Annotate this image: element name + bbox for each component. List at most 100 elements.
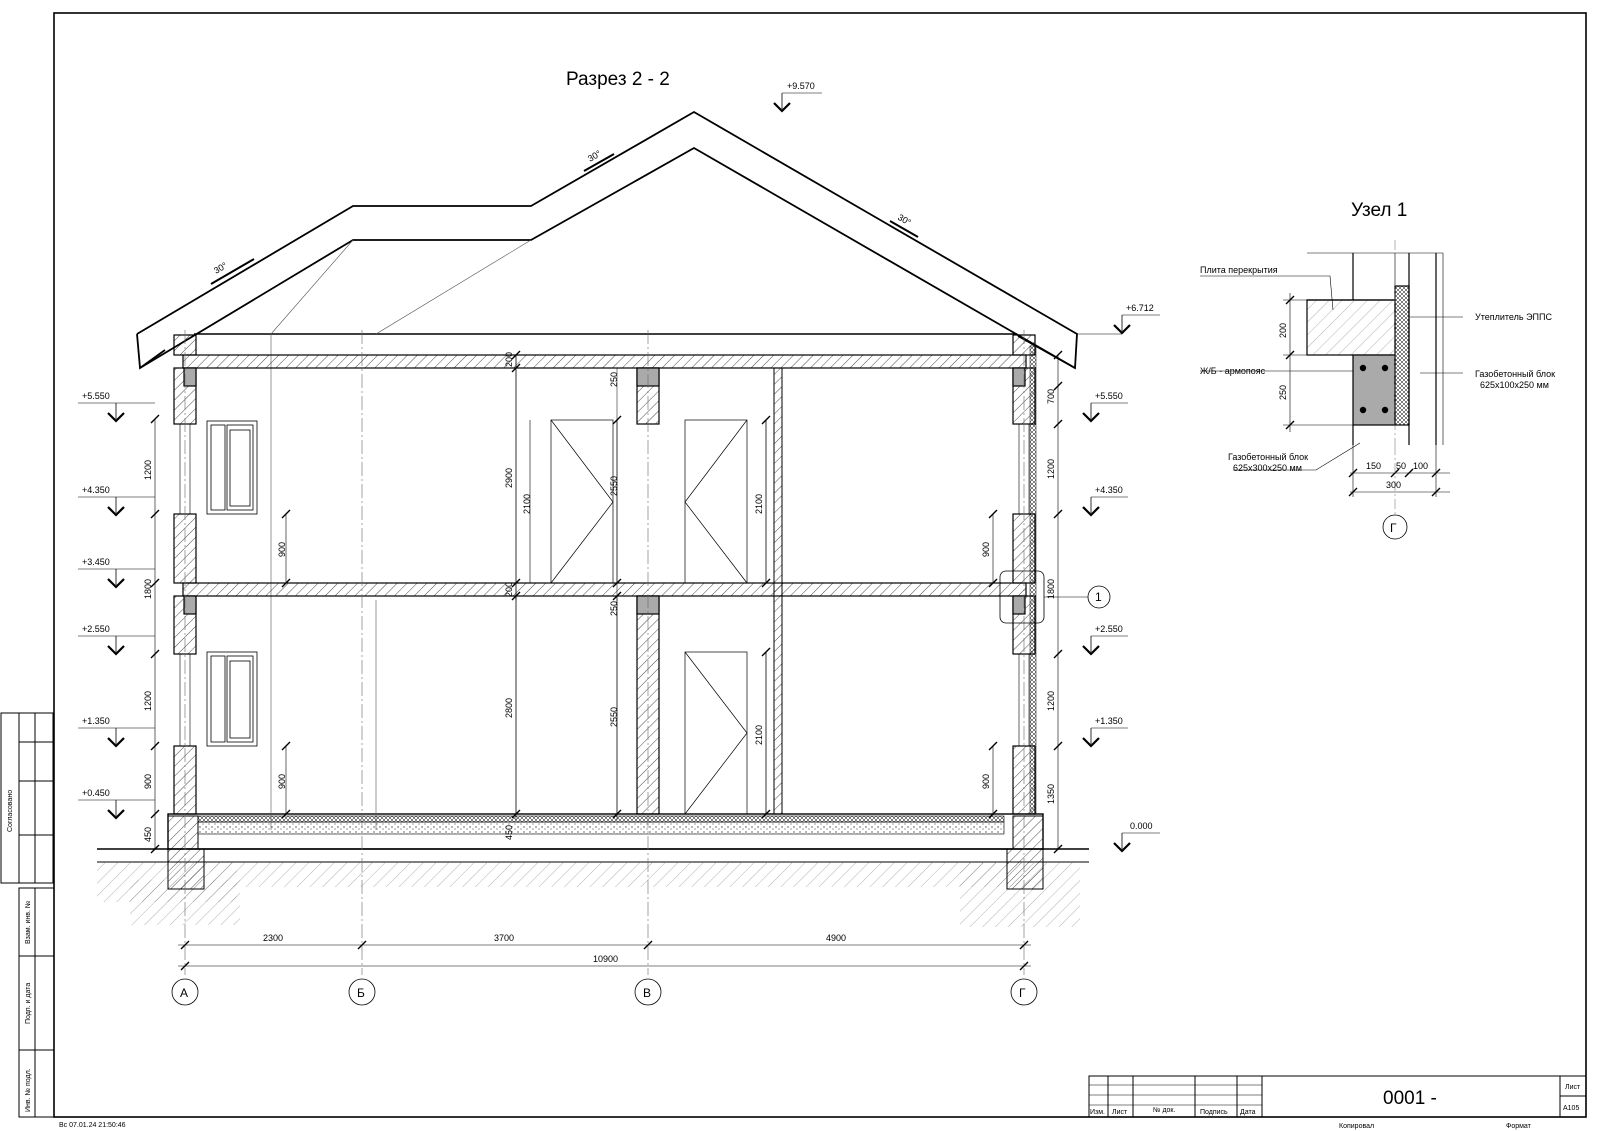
- dim-4900: 4900: [826, 933, 846, 943]
- level-right-5550: +5.550: [1095, 391, 1123, 401]
- tb-code: 0001 -: [1383, 1088, 1437, 1109]
- level-right-1350: +1.350: [1095, 716, 1123, 726]
- tb-col-list: Лист: [1112, 1109, 1128, 1116]
- axis-g: Г: [1019, 986, 1026, 1000]
- dim-10900: 10900: [593, 954, 618, 964]
- level-right-4350: +4.350: [1095, 485, 1123, 495]
- node-axis-bubble: [1382, 514, 1408, 540]
- tb-sheet-label: Лист: [1565, 1084, 1581, 1091]
- node-callout-label: 1: [1095, 590, 1102, 604]
- bottom-dims: [178, 940, 1031, 971]
- partition: [773, 367, 783, 815]
- ground: [97, 848, 1089, 927]
- dim-450-center: 450: [504, 825, 514, 840]
- dim-3700: 3700: [494, 933, 514, 943]
- dim-450-left: 450: [143, 827, 153, 842]
- level-left-0450: +0.450: [82, 788, 110, 798]
- dim-2100-door1: 2100: [522, 494, 532, 514]
- stamp-agreed: Согласовано: [7, 790, 14, 832]
- foundation-left: [167, 848, 205, 890]
- attic-slab: [182, 354, 1027, 369]
- dim-2300: 2300: [263, 933, 283, 943]
- tb-col-doc: № док.: [1153, 1107, 1175, 1114]
- level-left-3450: +3.450: [82, 557, 110, 567]
- tb-format: Формат: [1506, 1123, 1532, 1130]
- tb-col-date: Дата: [1240, 1109, 1256, 1116]
- dim-1350-right: 1350: [1046, 784, 1056, 804]
- node-detail: [1283, 240, 1450, 515]
- node-label-slab: Плита перекрытия: [1200, 265, 1278, 275]
- level-eaves: +6.712: [1126, 303, 1154, 313]
- doors: [550, 419, 748, 815]
- dim-250-floor: 250: [609, 601, 619, 616]
- tb-sheet-format: А105: [1563, 1105, 1579, 1112]
- section-title: Разрез 2 - 2: [566, 69, 670, 90]
- node-label-belt: Ж/Б - армопояс: [1200, 366, 1266, 376]
- node-label-block-inner-2: 625x300x250 мм: [1233, 463, 1302, 473]
- node-dim-50: 50: [1396, 461, 1406, 471]
- dim-200-floor: 200: [504, 582, 514, 597]
- dim-2100-door3: 2100: [754, 725, 764, 745]
- level-left-4350: +4.350: [82, 485, 110, 495]
- node-label-block-outer-1: Газобетонный блок: [1475, 369, 1555, 379]
- dim-2550-lower: 2550: [609, 707, 619, 727]
- level-left-2550: +2.550: [82, 624, 110, 634]
- axis-v: В: [643, 986, 651, 1000]
- node-dim-200: 200: [1278, 323, 1288, 338]
- tb-col-izm: Изм.: [1090, 1109, 1105, 1116]
- dim-1200-right-lower: 1200: [1046, 691, 1056, 711]
- tb-copied: Копировал: [1339, 1123, 1374, 1130]
- dim-1200-left-upper: 1200: [143, 460, 153, 480]
- node-title: Узел 1: [1351, 200, 1407, 221]
- wall-right: [1012, 334, 1037, 815]
- roof-hips: [270, 239, 532, 830]
- level-right-2550: +2.550: [1095, 624, 1123, 634]
- dim-2100-door2: 2100: [754, 494, 764, 514]
- roof-angle-left: 30°: [212, 260, 229, 276]
- axis-bubbles: [171, 978, 1038, 1006]
- node-label-block-inner-1: Газобетонный блок: [1228, 452, 1308, 462]
- dim-chains: [154, 355, 1059, 849]
- axis-b: Б: [357, 986, 365, 1000]
- roof: [136, 110, 1078, 370]
- dim-ticks: [150, 350, 1063, 854]
- node-dim-150: 150: [1366, 461, 1381, 471]
- node-label-insulation: Утеплитель ЭППС: [1475, 312, 1552, 322]
- dim-2900: 2900: [504, 468, 514, 488]
- dim-2550-upper: 2550: [609, 476, 619, 496]
- stamp-inv-replace: Взам. инв. №: [25, 901, 32, 944]
- dim-900-lower-right: 900: [981, 774, 991, 789]
- levels-left: [78, 402, 155, 820]
- dim-200-attic: 200: [504, 352, 514, 367]
- sheet-frame: [53, 12, 1587, 1118]
- dim-1800-left: 1800: [143, 579, 153, 599]
- dim-250-attic: 250: [609, 372, 619, 387]
- title-block: [1088, 1075, 1587, 1118]
- window-lower: [206, 651, 258, 747]
- dim-900-left: 900: [143, 774, 153, 789]
- level-left-5550: +5.550: [82, 391, 110, 401]
- dim-700-right: 700: [1046, 389, 1056, 404]
- stamp-sign-date: Подп. и дата: [25, 983, 32, 1024]
- level-ridge: +9.570: [787, 81, 815, 91]
- dim-900-upper-right: 900: [981, 542, 991, 557]
- footer-timestamp: Вс 07.01.24 21:50:46: [59, 1122, 126, 1129]
- node-dim-300: 300: [1386, 480, 1401, 490]
- node-dim-250: 250: [1278, 385, 1288, 400]
- dim-1200-left-lower: 1200: [143, 691, 153, 711]
- dim-900-lower-left: 900: [277, 774, 287, 789]
- level-zero: 0.000: [1130, 821, 1153, 831]
- floor-slab: [182, 582, 1027, 597]
- window-upper: [206, 420, 258, 515]
- dim-1800-right: 1800: [1046, 579, 1056, 599]
- dim-900-upper-left: 900: [277, 542, 287, 557]
- dim-1200-right-upper: 1200: [1046, 459, 1056, 479]
- axis-lines: [184, 330, 1025, 975]
- levels-right: [772, 92, 1160, 853]
- level-left-1350: +1.350: [82, 716, 110, 726]
- left-stamp: [0, 712, 55, 1118]
- node-axis-label: Г: [1390, 521, 1397, 535]
- tb-col-sign: Подпись: [1200, 1109, 1228, 1116]
- node-leaders: [1200, 275, 1463, 471]
